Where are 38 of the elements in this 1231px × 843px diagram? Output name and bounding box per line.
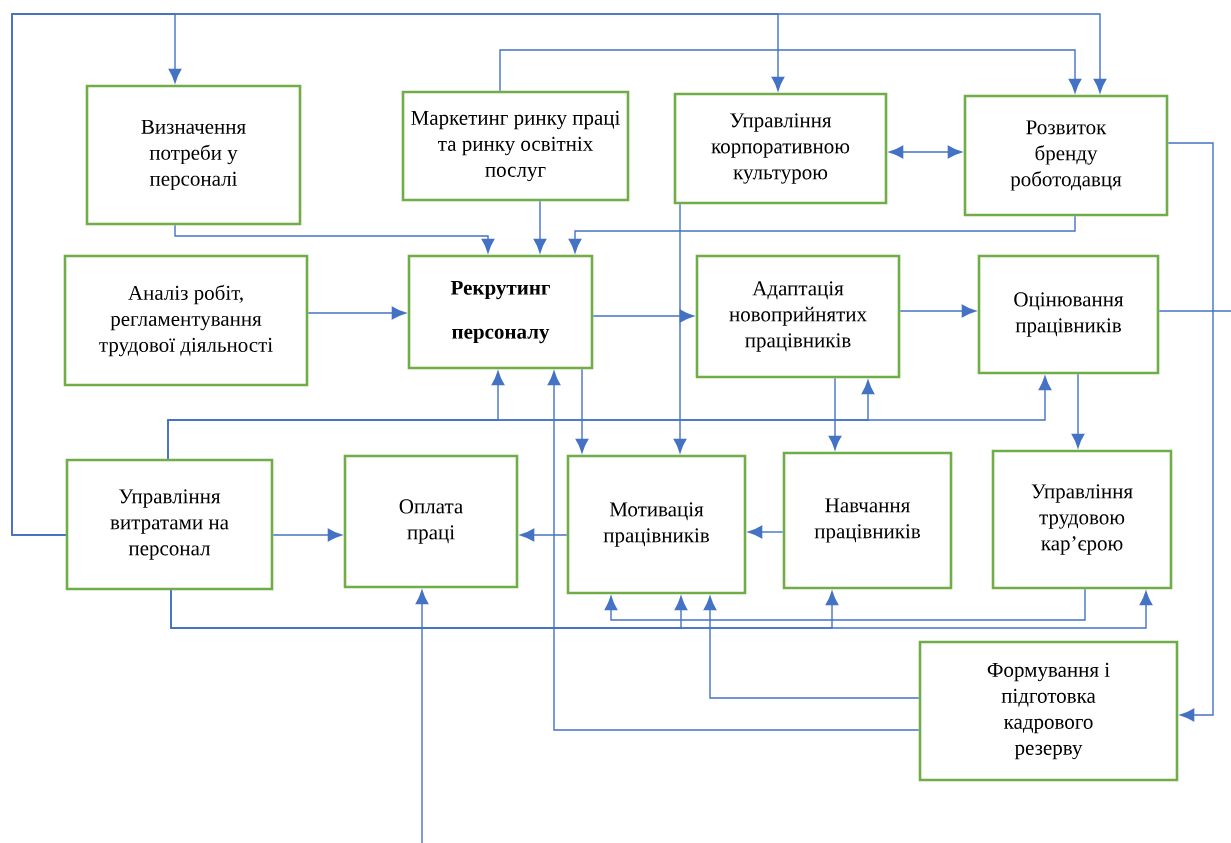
arrow <box>889 145 962 159</box>
arrow <box>167 376 1052 460</box>
arrow <box>547 371 920 731</box>
process-box: Розвиток бренду роботодавця <box>963 94 1169 217</box>
connector-line <box>1158 310 1231 312</box>
arrow <box>1167 142 1214 722</box>
arrow <box>1071 373 1085 448</box>
process-box: Рекрутинг персоналу <box>407 254 594 370</box>
arrow <box>748 525 784 539</box>
process-box: Оцінювання працівників <box>977 254 1160 375</box>
arrow <box>174 224 495 253</box>
arrow <box>499 49 1082 93</box>
arrow <box>170 589 1153 629</box>
arrow <box>899 304 976 318</box>
process-box: Адаптація новоприйнятих працівників <box>695 254 901 379</box>
process-box: Маркетинг ринку праці та ринку освітніх послуг <box>401 90 630 202</box>
arrow <box>828 377 842 450</box>
process-box: Управління корпоративною культурою <box>673 92 888 205</box>
process-box: Оплата праці <box>343 454 519 589</box>
arrow <box>520 528 568 542</box>
arrow <box>568 215 1076 253</box>
arrow <box>415 590 429 843</box>
arrow <box>575 368 589 453</box>
arrow <box>272 528 342 542</box>
arrow <box>533 200 547 253</box>
process-box: Управління трудовою кар’єрою <box>991 449 1173 590</box>
arrow <box>11 13 1107 536</box>
process-box: Визначення потреби у персоналі <box>85 84 302 226</box>
arrow <box>307 306 406 320</box>
arrow <box>673 203 687 453</box>
arrow <box>592 309 694 323</box>
process-box: Навчання працівників <box>782 451 953 590</box>
process-box: Управління витратами на персонал <box>65 458 274 591</box>
arrow <box>703 596 920 699</box>
process-box: Мотивація працівників <box>566 454 747 595</box>
process-box: Аналіз робіт, регламентування трудової діяльності <box>63 254 309 387</box>
arrow <box>604 588 1086 621</box>
process-box: Формування і підготовка кадрового резерву <box>918 640 1179 782</box>
